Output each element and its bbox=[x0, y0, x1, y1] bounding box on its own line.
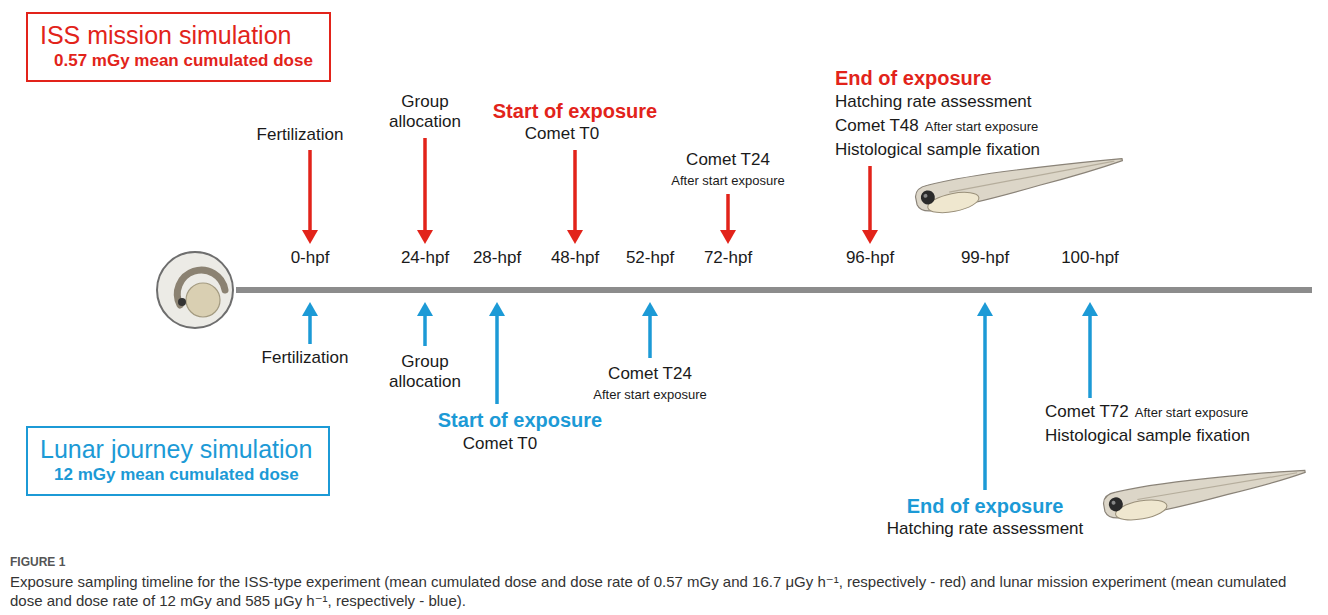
event-annotation: Group allocation bbox=[389, 352, 461, 393]
larva-notochord bbox=[1137, 471, 1297, 502]
arrow-head bbox=[862, 230, 878, 244]
embryo-body bbox=[177, 270, 225, 305]
arrow-head bbox=[1082, 302, 1098, 316]
box-heading: ISS mission simulation bbox=[40, 20, 313, 50]
time-point-label: 24-hpf bbox=[401, 248, 449, 268]
larva-eye bbox=[920, 189, 936, 205]
event-annotation: Hatching rate assessment bbox=[835, 92, 1032, 112]
arrow-head bbox=[567, 230, 583, 244]
event-annotation: Comet T48 bbox=[835, 116, 919, 136]
event-annotation: Comet T24 bbox=[608, 364, 692, 384]
embryo-illustration bbox=[157, 252, 233, 328]
arrow-shaft bbox=[308, 314, 312, 344]
event-annotation: Comet T0 bbox=[463, 434, 537, 454]
arrow-shaft bbox=[308, 150, 312, 232]
dose-text: 12 mGy mean cumulated dose bbox=[40, 464, 312, 486]
time-point-label: 72-hpf bbox=[704, 248, 752, 268]
time-point-label: 0-hpf bbox=[291, 248, 330, 268]
arrow-shaft bbox=[983, 314, 987, 490]
time-point-label: 52-hpf bbox=[626, 248, 674, 268]
figure-caption: Exposure sampling timeline for the ISS-t… bbox=[10, 572, 1318, 610]
time-point-label: 96-hpf bbox=[846, 248, 894, 268]
timeline-bar bbox=[236, 287, 1312, 293]
arrow-shaft bbox=[495, 314, 499, 404]
arrow-shaft bbox=[423, 314, 427, 346]
event-annotation: Fertilization bbox=[257, 125, 344, 145]
event-annotation: After start exposure bbox=[671, 173, 784, 189]
arrow-shaft bbox=[573, 150, 577, 232]
event-annotation: Histological sample fixation bbox=[835, 140, 1040, 160]
arrow-shaft bbox=[1088, 314, 1092, 398]
event-annotation: Group allocation bbox=[389, 92, 461, 133]
box-heading: Lunar journey simulation bbox=[40, 434, 312, 464]
simulation-box: Lunar journey simulation12 mGy mean cumu… bbox=[26, 426, 330, 496]
larva-eye-glint bbox=[1111, 500, 1116, 505]
event-annotation: Start of exposure bbox=[438, 408, 602, 432]
arrow-shaft bbox=[726, 194, 730, 232]
time-point-label: 48-hpf bbox=[551, 248, 599, 268]
event-annotation: End of exposure bbox=[907, 494, 1064, 518]
arrow-head bbox=[302, 302, 318, 316]
larva-illustration bbox=[1102, 458, 1308, 525]
event-annotation: Hatching rate assessment bbox=[887, 519, 1084, 539]
larva-eye bbox=[1108, 496, 1124, 512]
event-annotation: Comet T72 bbox=[1045, 402, 1129, 422]
arrow-head bbox=[489, 302, 505, 316]
embryo-eye bbox=[178, 298, 186, 306]
event-annotation: After start exposure bbox=[1135, 405, 1248, 421]
event-annotation: After start exposure bbox=[593, 387, 706, 403]
event-annotation: Fertilization bbox=[262, 348, 349, 368]
time-point-label: 28-hpf bbox=[473, 248, 521, 268]
dose-text: 0.57 mGy mean cumulated dose bbox=[40, 50, 313, 72]
yolk bbox=[186, 283, 220, 317]
arrow-head bbox=[302, 230, 318, 244]
arrow-shaft bbox=[648, 314, 652, 358]
arrow-head bbox=[720, 230, 736, 244]
arrow-head bbox=[642, 302, 658, 316]
blue-arrows bbox=[302, 302, 1098, 490]
time-point-label: 99-hpf bbox=[961, 248, 1009, 268]
larva-yolk bbox=[1114, 496, 1168, 523]
event-annotation: Histological sample fixation bbox=[1045, 426, 1250, 446]
event-annotation: End of exposure bbox=[835, 66, 992, 90]
simulation-box: ISS mission simulation0.57 mGy mean cumu… bbox=[26, 12, 331, 82]
larva-yolk bbox=[926, 189, 981, 217]
time-point-label: 100-hpf bbox=[1061, 248, 1119, 268]
event-annotation: Start of exposure bbox=[493, 99, 657, 123]
arrow-shaft bbox=[868, 166, 872, 232]
event-annotation: Comet T0 bbox=[525, 124, 599, 144]
arrow-head bbox=[417, 302, 433, 316]
arrow-head bbox=[417, 230, 433, 244]
figure-number: FIGURE 1 bbox=[10, 555, 65, 569]
red-arrows bbox=[302, 138, 878, 244]
larva-eye-glint bbox=[923, 193, 928, 198]
chorion bbox=[157, 252, 233, 328]
event-annotation: After start exposure bbox=[925, 119, 1038, 135]
event-annotation: Comet T24 bbox=[686, 150, 770, 170]
arrow-head bbox=[977, 302, 993, 316]
arrow-shaft bbox=[423, 138, 427, 232]
larva-notochord bbox=[949, 159, 1114, 194]
